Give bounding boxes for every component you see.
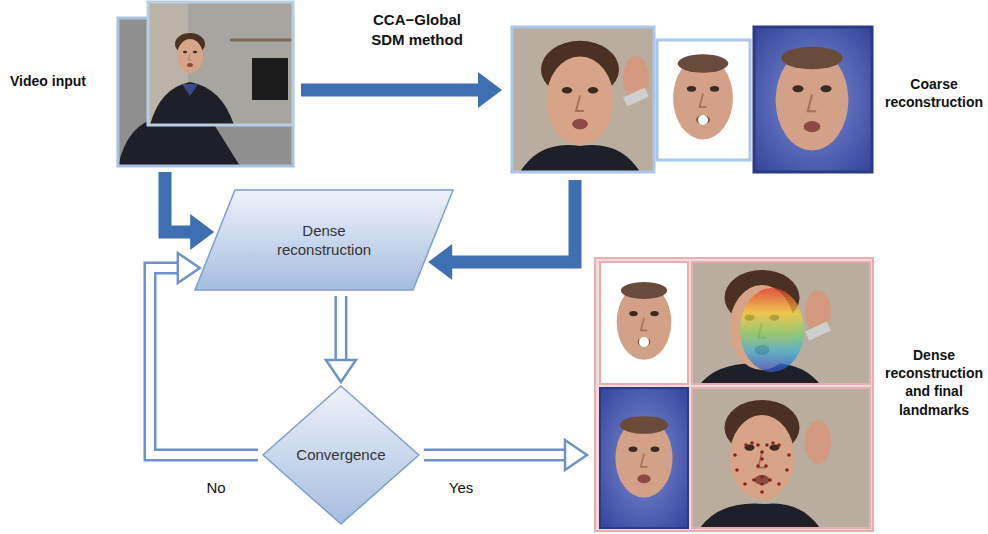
arrow-head bbox=[190, 214, 214, 250]
arrow-shaft bbox=[334, 296, 347, 361]
panel-heading: Dense reconstruction and final landmarks bbox=[884, 346, 984, 419]
image-panel: Dense reconstruction and final landmarks bbox=[595, 258, 873, 531]
arrow-shaft-inner bbox=[337, 296, 345, 361]
arrow-shaft bbox=[424, 449, 566, 462]
arrow-shaft bbox=[150, 268, 258, 455]
arrow-head bbox=[326, 360, 356, 382]
video-frame: Video input bbox=[118, 2, 293, 166]
node-text: Dense reconstruction bbox=[264, 221, 384, 260]
edge-label: CCA−Global SDM method bbox=[358, 10, 476, 49]
arrow-shaft-inner bbox=[150, 268, 258, 455]
flow-arrow bbox=[165, 172, 214, 250]
edge-label-anchor: No bbox=[196, 478, 236, 498]
flow-arrow bbox=[424, 440, 587, 470]
shape-fill bbox=[263, 386, 419, 524]
decision-diamond: Convergence bbox=[262, 385, 420, 525]
image-panel: Coarse reconstruction bbox=[512, 27, 872, 172]
arrow-shaft bbox=[165, 172, 191, 232]
edge-label-anchor: CCA−Global SDM method bbox=[358, 10, 476, 49]
node-text: Convergence bbox=[296, 445, 385, 465]
flow-arrow bbox=[301, 72, 502, 108]
arrow-shaft bbox=[301, 84, 479, 97]
flow-arrow bbox=[326, 296, 356, 382]
arrow-head bbox=[478, 72, 502, 108]
arrow-shaft bbox=[451, 180, 575, 262]
parallelogram-outline bbox=[195, 190, 453, 290]
process-box: Dense reconstruction bbox=[195, 190, 453, 290]
panel-heading: Coarse reconstruction bbox=[884, 75, 984, 111]
shape-fill bbox=[195, 190, 453, 290]
edge-label: No bbox=[196, 478, 236, 498]
arrow-head bbox=[178, 253, 200, 283]
panel-heading: Video input bbox=[10, 72, 185, 90]
arrow-head bbox=[428, 244, 452, 280]
arrow-shaft-inner bbox=[424, 451, 566, 459]
edge-label: Yes bbox=[436, 478, 486, 498]
arrow-head bbox=[565, 440, 587, 470]
edge-label-anchor: Yes bbox=[436, 478, 486, 498]
